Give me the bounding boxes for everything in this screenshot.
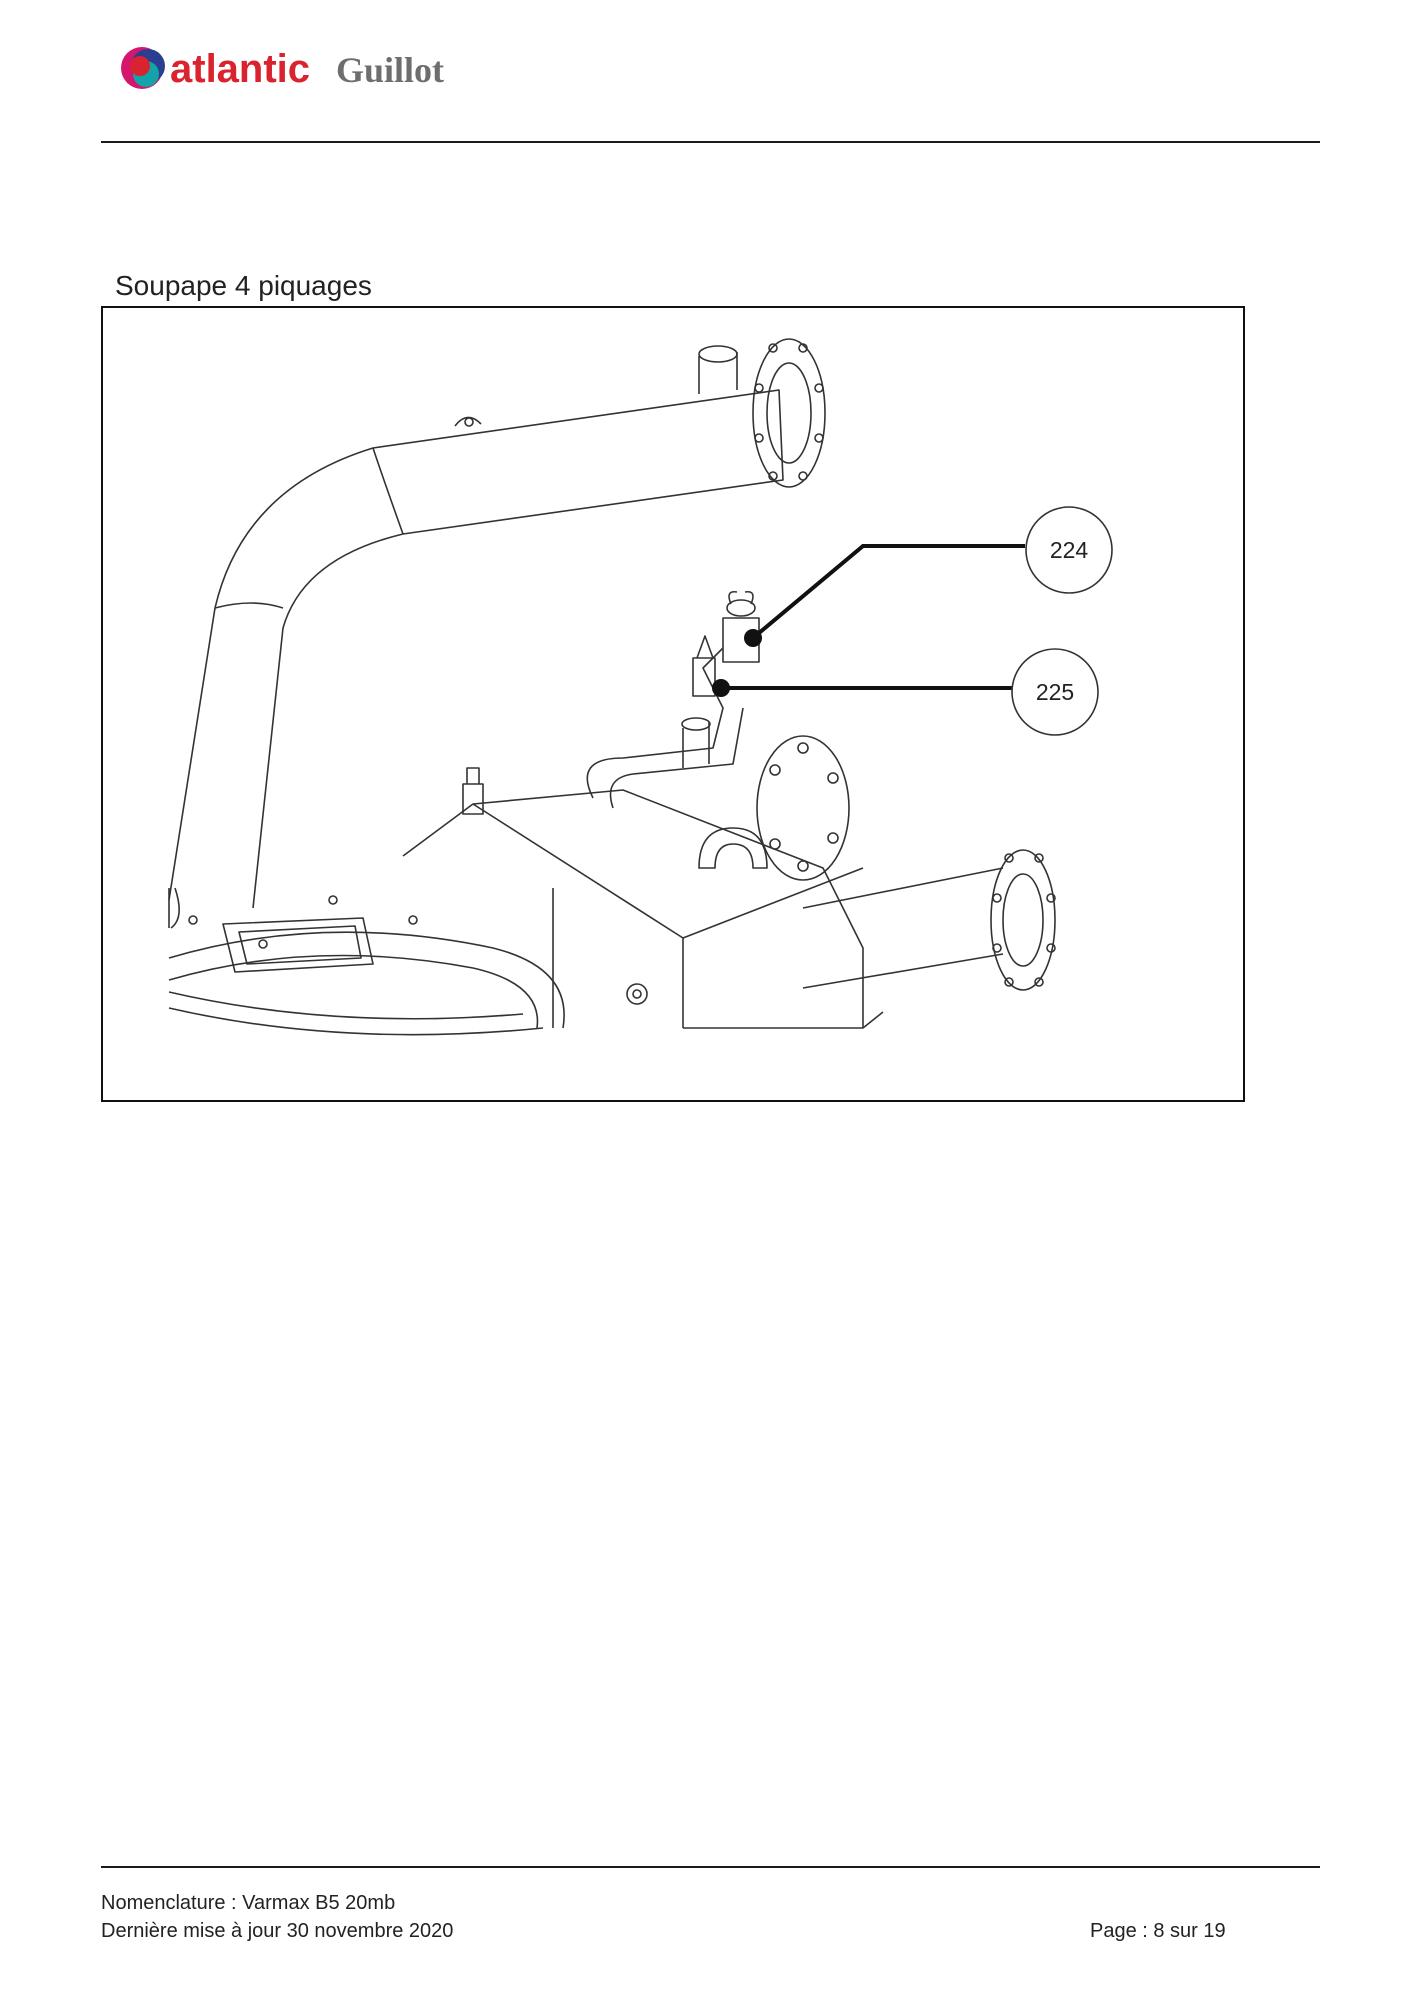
header-divider [101, 141, 1320, 143]
footer-divider [101, 1866, 1320, 1868]
top-flange [752, 338, 826, 488]
brand-logo: atlantic Guillot [118, 44, 498, 96]
footer-last-update: Dernière mise à jour 30 novembre 2020 [101, 1920, 454, 1942]
tank-body [402, 767, 864, 1028]
rear-flange [756, 735, 850, 881]
callout-225: 225 [712, 648, 1099, 736]
side-outlet [802, 849, 1056, 991]
logo-text-secondary: Guillot [336, 50, 444, 90]
base-edge [683, 1011, 884, 1029]
logo-text-primary: atlantic [170, 47, 310, 91]
technical-drawing: 224 225 [168, 338, 1113, 1036]
valve-assembly [586, 590, 760, 809]
callout-label-225: 225 [1036, 679, 1074, 705]
exploded-view-figure: 224 225 [101, 306, 1245, 1102]
large-bent-pipe [168, 345, 784, 909]
logo-mark-icon [121, 47, 165, 89]
callout-label-224: 224 [1050, 537, 1089, 563]
section-title: Soupape 4 piquages [115, 270, 372, 301]
footer-page-number: Page : 8 sur 19 [1090, 1920, 1226, 1942]
footer-document-name: Nomenclature : Varmax B5 20mb [101, 1892, 396, 1914]
callout-224: 224 [744, 506, 1113, 647]
burner-ring [168, 887, 565, 1036]
